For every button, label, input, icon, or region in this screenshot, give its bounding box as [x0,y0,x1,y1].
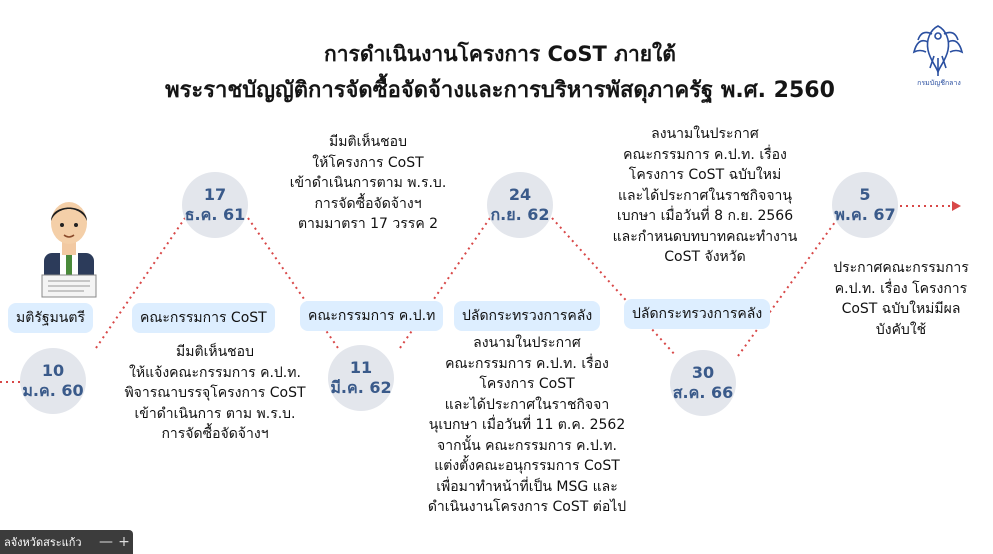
text-line: นุเบกษา เมื่อวันที่ 11 ต.ค. 2562 [428,417,626,433]
milestone-day: 10 [41,361,65,380]
prime-minister-illustration [41,202,97,298]
text-line: ประกาศคณะกรรมการ [833,260,969,276]
milestone-1: 10 ม.ค. 60 [20,348,86,414]
comptroller-logo-icon [912,25,964,76]
page-title-line1: การดำเนินงานโครงการ CoST ภายใต้ [324,42,676,66]
text-line: ลงนามในประกาศ [651,126,759,142]
text-line: เข้าดำเนินการตาม พ.ร.บ. [289,175,447,191]
text-line: และกำหนดบทบาทคณะทำงาน [612,228,798,245]
milestone-day: 24 [508,185,532,204]
text-line: คณะกรรมการ ค.ป.ท. เรื่อง [445,355,609,372]
description-aug-66: ลงนามในประกาศ คณะกรรมการ ค.ป.ท. เรื่อง โ… [582,124,828,268]
milestone-month: มี.ค. 62 [330,378,392,397]
text-line: การจัดซื้อจัดจ้างฯ [161,426,269,442]
milestone-day: 5 [859,185,871,204]
milestone-6: 5 พ.ค. 67 [832,172,898,238]
text-line: ค.ป.ท. เรื่อง โครงการ [834,280,968,297]
text-line: จากนั้น คณะกรรมการ ค.ป.ท. [437,437,617,454]
text-line: และได้ประกาศในราชกิจจานุ [617,187,792,204]
milestone-4: 24 ก.ย. 62 [487,172,553,238]
milestone-3: 11 มี.ค. 62 [328,345,394,411]
text-line: ดำเนินงานโครงการ CoST ต่อไป [427,499,627,515]
text-line: CoST ฉบับใหม่มีผล [841,301,961,317]
zoom-in-button[interactable]: + [118,534,130,550]
text-line: บังคับใช้ [875,321,927,338]
milestone-month: ก.ย. 62 [490,205,550,224]
milestone-day: 17 [203,185,227,204]
text-line: มีมติเห็นชอบ [329,134,407,150]
description-may-67: ประกาศคณะกรรมการ ค.ป.ท. เรื่อง โครงการ C… [808,258,993,340]
label-cabinet: มติรัฐมนตรี [8,303,93,333]
logo-caption: กรมบัญชีกลาง [917,79,961,87]
milestone-day: 30 [691,363,715,382]
description-mar-62: ลงนามในประกาศ คณะกรรมการ ค.ป.ท. เรื่อง โ… [396,333,658,518]
text-line: โครงการ CoST ฉบับใหม่ [628,167,782,183]
description-dec-61: มีมติเห็นชอบ ให้โครงการ CoST เข้าดำเนินก… [268,132,468,235]
text-line: เพื่อมาทำหน้าที่เป็น MSG และ [436,478,618,495]
label-kpt-committee: คณะกรรมการ ค.ป.ท [300,301,444,331]
text-line: โครงการ CoST [479,376,575,392]
milestone-day: 11 [349,358,373,377]
text-line: คณะกรรมการ ค.ป.ท. เรื่อง [623,146,787,163]
milestone-2: 17 ธ.ค. 61 [182,172,248,238]
text-line: และได้ประกาศในราชกิจจา [444,396,610,413]
text-line: ให้แจ้งคณะกรรมการ ค.ป.ท. [129,364,301,381]
toolbar-label[interactable]: ลจังหวัดสระแก้ว [4,536,82,549]
milestone-month: ส.ค. 66 [672,383,734,402]
text-line: ลงนามในประกาศ [473,335,581,351]
page-title-line2: พระราชบัญญัติการจัดซื้อจัดจ้างและการบริห… [165,78,835,103]
label-permanent-secretary-1: ปลัดกระทรวงการคลัง [454,301,601,331]
milestone-5: 30 ส.ค. 66 [670,350,736,416]
milestone-month: ม.ค. 60 [22,381,84,400]
text-line: มีมติเห็นชอบ [176,344,254,360]
text-line: ตามมาตรา 17 วรรค 2 [297,216,439,232]
milestone-month: พ.ค. 67 [834,205,896,224]
text-line: การจัดซื้อจัดจ้างฯ [314,195,422,212]
text-line: เข้าดำเนินการ ตาม พ.ร.บ. [134,405,296,422]
label-permanent-secretary-2: ปลัดกระทรวงการคลัง [624,299,771,329]
bottom-toolbar: ลจังหวัดสระแก้ว — + [0,530,133,554]
text-line: CoST จังหวัด [664,249,746,265]
text-line: ให้โครงการ CoST [312,154,424,171]
text-line: เบกษา เมื่อวันที่ 8 ก.ย. 2566 [616,208,794,224]
text-line: พิจารณาบรรจุโครงการ CoST [124,385,306,401]
milestone-month: ธ.ค. 61 [184,205,246,224]
label-cost-committee: คณะกรรมการ CoST [132,303,275,333]
description-jan-60: มีมติเห็นชอบ ให้แจ้งคณะกรรมการ ค.ป.ท. พิ… [100,342,330,445]
zoom-out-button[interactable]: — [99,534,113,550]
text-line: แต่งตั้งคณะอนุกรรมการ CoST [434,458,620,474]
